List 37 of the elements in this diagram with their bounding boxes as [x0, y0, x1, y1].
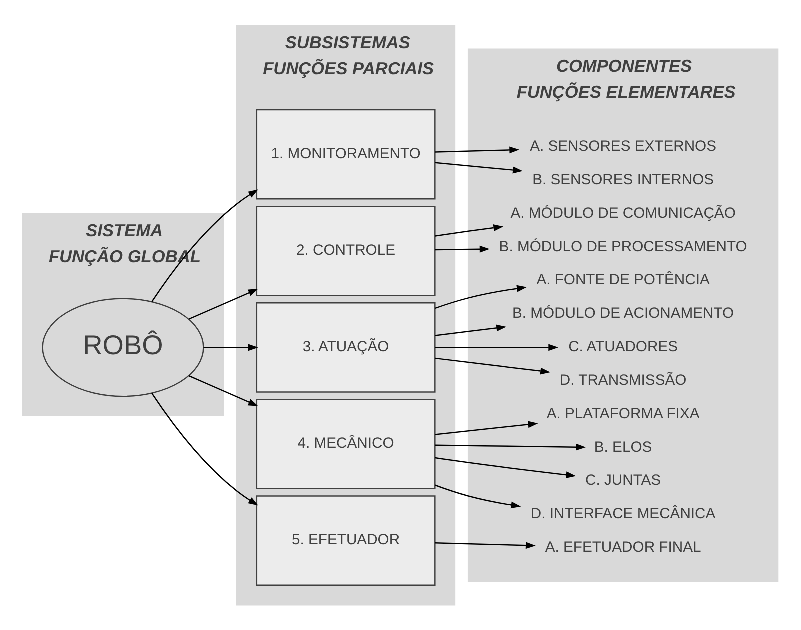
- arrow: [152, 189, 258, 302]
- arrow: [435, 284, 527, 309]
- arrow: [435, 456, 576, 478]
- arrow: [435, 344, 559, 351]
- node-box: 2. CONTROLE: [256, 205, 436, 296]
- node-box: 4. MECÂNICO: [256, 398, 436, 489]
- node-text: A. FONTE DE POTÊNCIA: [536, 272, 710, 288]
- arrow: [435, 146, 520, 154]
- arrow: [435, 484, 522, 508]
- node-text: B. MÓDULO DE ACIONAMENTO: [512, 306, 734, 322]
- node-text: A. MÓDULO DE COMUNICAÇÃO: [510, 205, 736, 222]
- node-text: B. MÓDULO DE PROCESSAMENTO: [499, 238, 748, 255]
- node-text: B. ELOS: [594, 439, 652, 456]
- arrow: [189, 288, 258, 320]
- arrow: [435, 420, 538, 435]
- arrow: [435, 542, 536, 549]
- arrow: [204, 344, 258, 351]
- node-text: D. TRANSMISSÃO: [560, 372, 687, 388]
- arrow: [435, 324, 507, 336]
- node-text: D. INTERFACE MECÂNICA: [530, 506, 716, 522]
- node-box: 1. MONITORAMENTO: [256, 108, 436, 200]
- node-text: A. PLATAFORMA FIXA: [546, 406, 700, 422]
- node-box: 3. ATUAÇÃO: [256, 302, 436, 392]
- node-text: A. SENSORES EXTERNOS: [530, 138, 717, 154]
- node-text: C. ATUADORES: [568, 339, 678, 356]
- node-text: C. JUNTAS: [586, 472, 662, 489]
- node-text: B. SENSORES INTERNOS: [532, 172, 714, 188]
- arrow: [435, 245, 490, 252]
- arrow: [152, 392, 258, 506]
- node-ellipse: ROBÔ: [42, 298, 204, 397]
- arrow: [189, 375, 258, 406]
- arrow: [435, 443, 586, 450]
- arrow: [435, 162, 523, 174]
- arrow: [435, 357, 551, 374]
- arrow: [435, 224, 504, 236]
- node-box: 5. EFETUADOR: [256, 495, 436, 586]
- node-text: A. EFETUADOR FINAL: [545, 540, 702, 556]
